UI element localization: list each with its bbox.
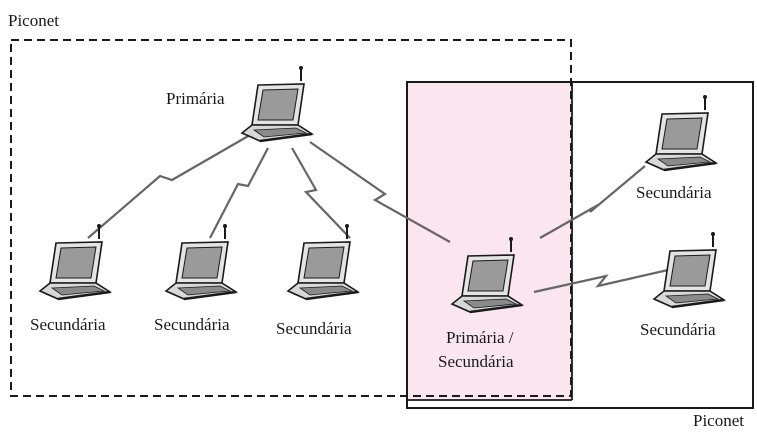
- piconet-label-top: Piconet: [8, 11, 59, 30]
- piconet-label-bottom: Piconet: [693, 411, 744, 430]
- link-bridge-to-right-bottom: [533, 268, 669, 294]
- secondary-label-1: Secundária: [30, 315, 106, 334]
- piconet-right-boundary: [406, 81, 754, 409]
- primary-label: Primária: [166, 89, 225, 108]
- secondary-label-right-top: Secundária: [636, 183, 712, 202]
- bridge-label-line2: Secundária: [438, 352, 514, 371]
- bridge-region: [406, 83, 572, 400]
- laptop-icon-secondary-3: [286, 222, 360, 301]
- bridge-label-line1: Primária /: [446, 328, 514, 347]
- secondary-label-right-bottom: Secundária: [640, 320, 716, 339]
- wireless-links: [87, 134, 669, 294]
- laptop-icon-primary: [240, 64, 314, 143]
- link-primary-to-secondary-3: [291, 147, 351, 239]
- link-primary-to-secondary-2: [209, 147, 269, 239]
- secondary-label-2: Secundária: [154, 315, 230, 334]
- laptop-icon-secondary-2: [164, 222, 238, 301]
- link-bridge-to-right-top: [539, 165, 646, 239]
- laptop-icon-secondary-1: [38, 222, 112, 301]
- laptop-icon-secondary-right-top: [644, 93, 718, 172]
- piconet-left-boundary: [10, 39, 572, 397]
- link-primary-to-secondary-1: [87, 134, 251, 239]
- laptop-icon-secondary-right-bottom: [652, 230, 726, 309]
- link-primary-to-bridge: [309, 141, 451, 243]
- secondary-label-3: Secundária: [276, 319, 352, 338]
